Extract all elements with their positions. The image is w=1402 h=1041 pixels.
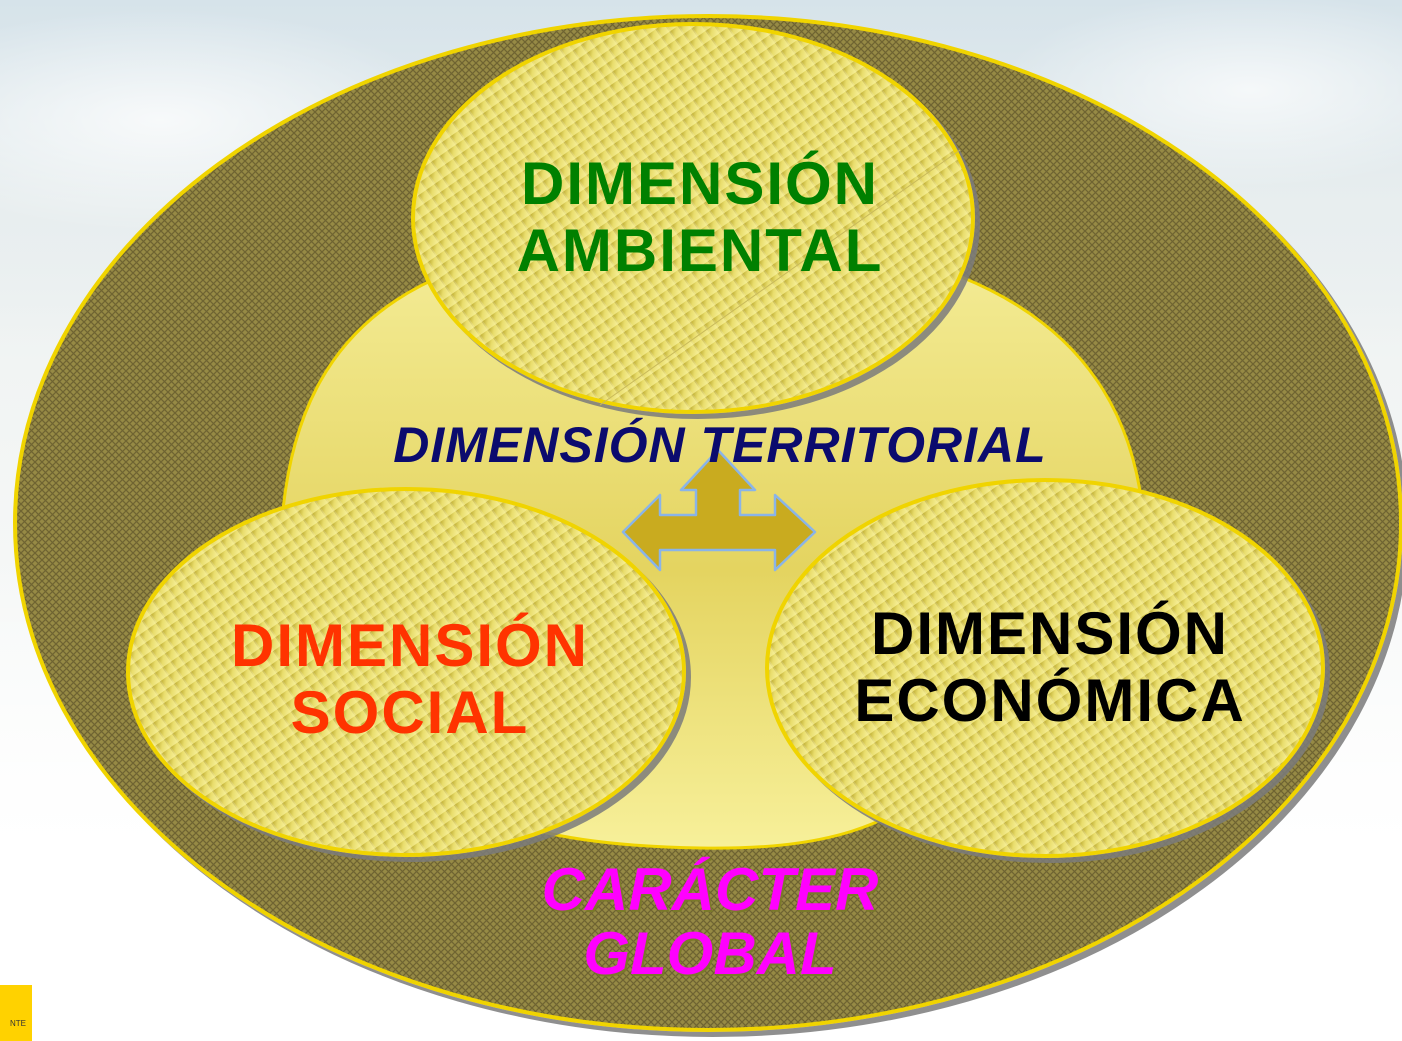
social-ellipse bbox=[126, 487, 686, 857]
economica-label-line1: DIMENSIÓN bbox=[870, 600, 1230, 667]
economica-label-line2: ECONÓMICA bbox=[854, 667, 1246, 735]
ambiental-ellipse bbox=[411, 22, 975, 414]
ambiental-label: DIMENSIÓN AMBIENTAL bbox=[420, 150, 980, 284]
social-label: DIMENSIÓN SOCIAL bbox=[150, 612, 670, 746]
global-label-line2: GLOBAL bbox=[583, 920, 837, 988]
economica-label: DIMENSIÓN ECONÓMICA bbox=[780, 600, 1320, 734]
logo-text: NTE bbox=[10, 1019, 26, 1028]
ambiental-guide-line bbox=[599, 149, 961, 406]
global-label-line1: CARÁCTER bbox=[541, 856, 879, 923]
social-label-line1: DIMENSIÓN bbox=[230, 612, 590, 679]
three-way-arrow-icon bbox=[621, 448, 817, 572]
ambiental-label-line1: DIMENSIÓN bbox=[520, 150, 880, 217]
logo-badge bbox=[0, 985, 32, 1041]
social-label-line2: SOCIAL bbox=[290, 679, 530, 747]
ambiental-label-line2: AMBIENTAL bbox=[516, 217, 884, 285]
economica-ellipse bbox=[765, 478, 1325, 858]
territorial-label: DIMENSIÓN TERRITORIAL bbox=[393, 417, 1047, 473]
global-label: CARÁCTER GLOBAL bbox=[430, 856, 990, 988]
